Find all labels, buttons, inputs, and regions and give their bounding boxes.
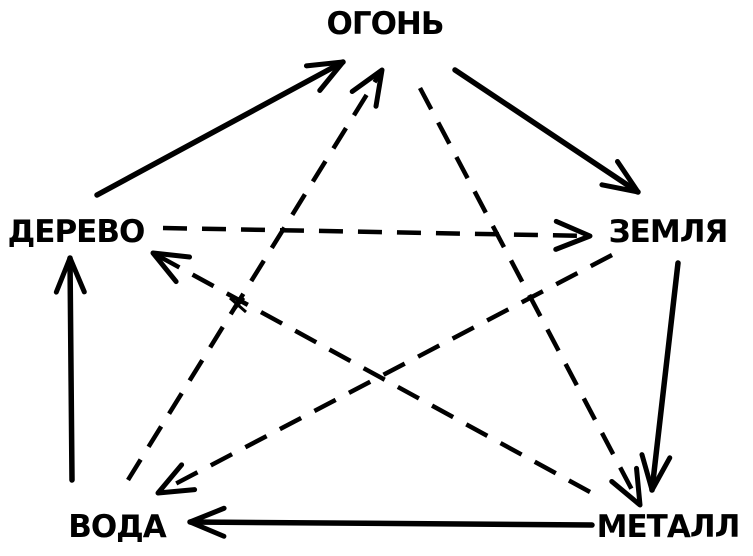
edge-metal-to-water xyxy=(187,519,595,528)
edge-wood-to-earth xyxy=(162,225,591,239)
edge-water-to-wood xyxy=(67,255,75,483)
edge-earth-to-water xyxy=(156,253,614,495)
edges-layer xyxy=(53,59,681,539)
arrowhead-metal-to-water xyxy=(187,505,227,539)
node-label-fire: ОГОНЬ xyxy=(326,6,443,42)
edge-metal-to-wood xyxy=(151,251,592,494)
node-label-water: ВОДА xyxy=(68,509,167,545)
edge-wood-to-fire xyxy=(94,59,346,198)
arrowhead-fire-to-metal xyxy=(609,465,643,508)
edge-water-to-fire xyxy=(126,68,384,482)
edge-earth-to-metal xyxy=(649,260,681,493)
arrowhead-water-to-wood xyxy=(53,255,87,295)
arrowhead-metal-to-wood xyxy=(150,250,193,285)
arrowhead-wood-to-earth xyxy=(553,218,593,252)
edge-fire-to-metal xyxy=(418,86,642,507)
cross-mark xyxy=(229,296,247,314)
arrowhead-earth-to-water xyxy=(155,462,198,496)
arrowhead-wood-to-fire xyxy=(303,59,346,93)
node-label-metal: МЕТАЛЛ xyxy=(597,509,740,545)
node-label-wood: ДЕРЕВО xyxy=(8,214,145,250)
node-label-earth: ЗЕМЛЯ xyxy=(609,214,728,250)
arrowhead-fire-to-earth xyxy=(599,158,641,195)
edge-fire-to-earth xyxy=(452,67,641,195)
arrowhead-water-to-fire xyxy=(349,67,385,109)
arrowhead-earth-to-metal xyxy=(639,452,673,493)
